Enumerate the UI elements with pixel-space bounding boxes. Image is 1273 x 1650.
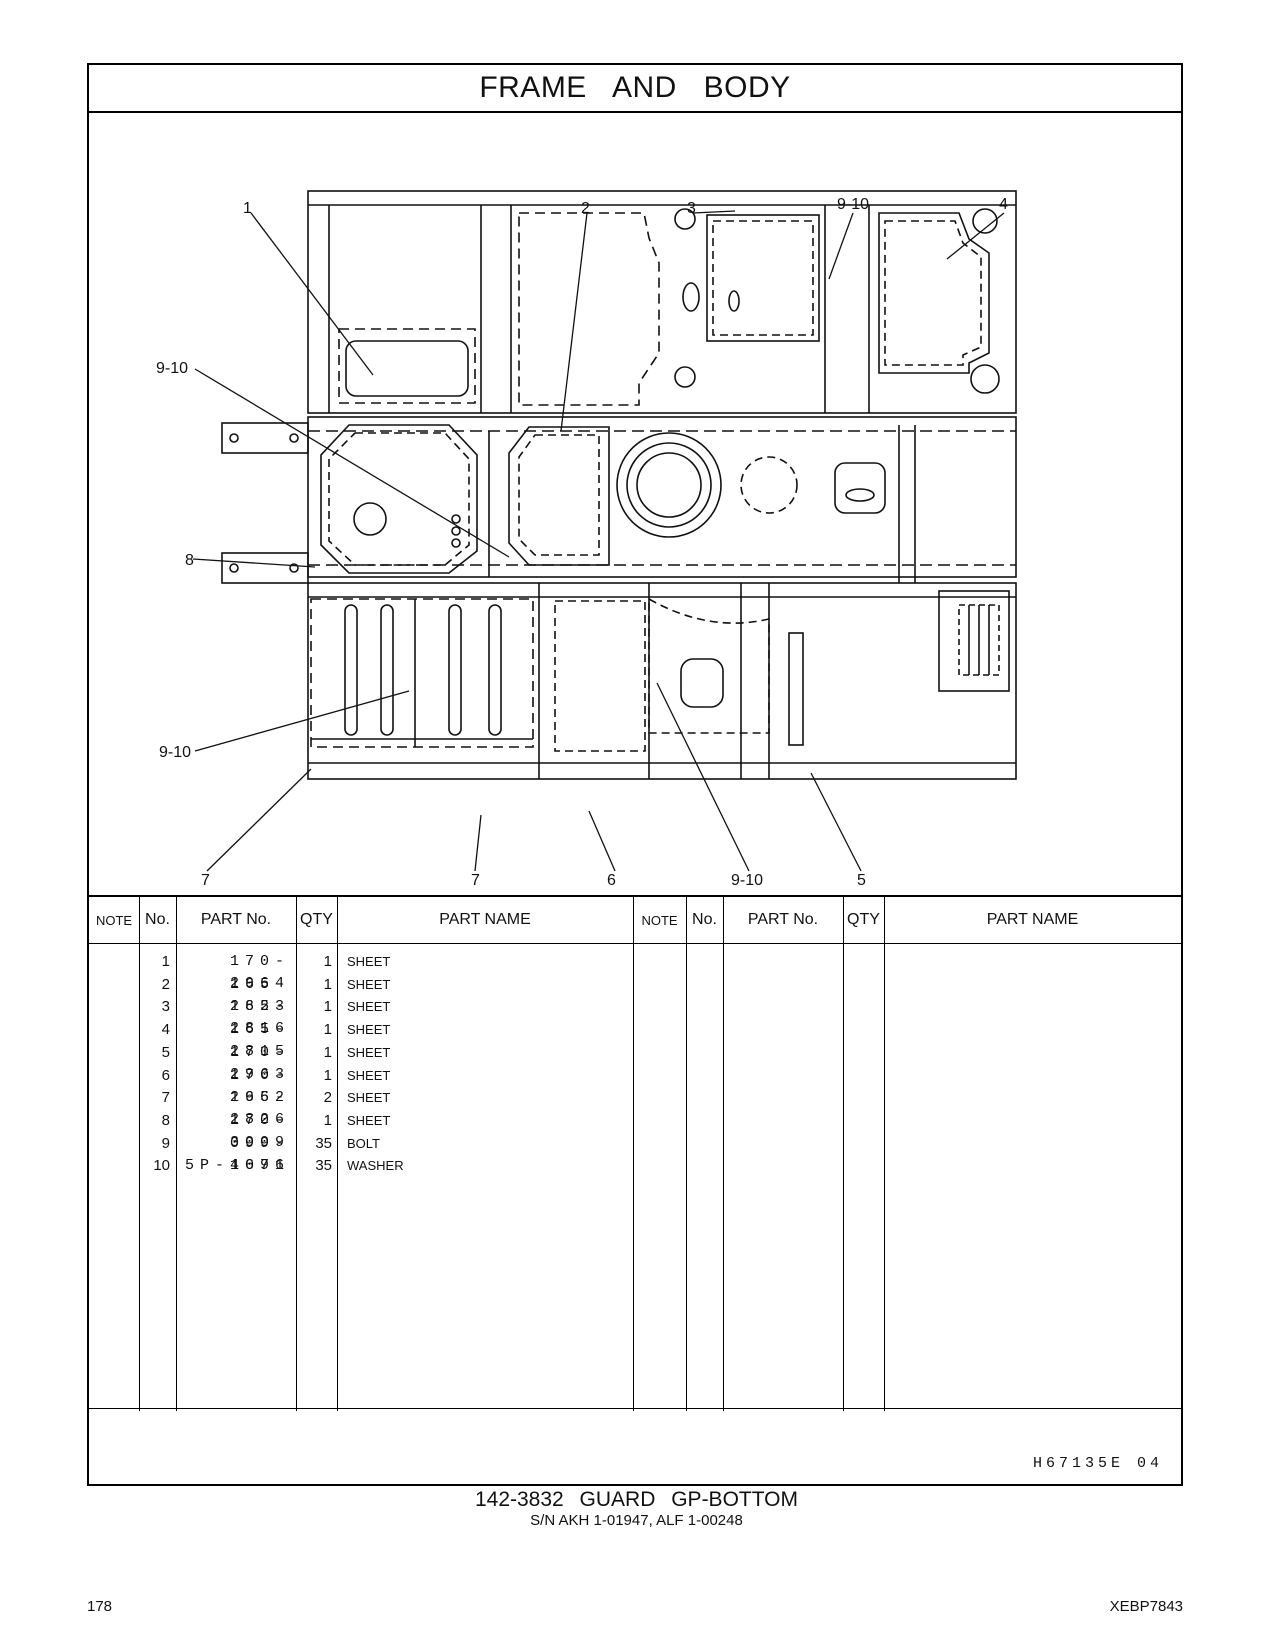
callout-5: 5 bbox=[857, 872, 866, 889]
item-number: 7 bbox=[161, 1089, 170, 1107]
part-name: SHEET bbox=[347, 999, 391, 1015]
callout-9-10-lower: 9-10 bbox=[159, 744, 191, 761]
header-note-left: NOTE bbox=[95, 912, 133, 928]
header-qty-right: QTY bbox=[847, 911, 880, 928]
callout-7-left: 7 bbox=[201, 872, 210, 889]
part-name: BOLT bbox=[347, 1135, 380, 1151]
header-no-left: No. bbox=[145, 911, 170, 928]
col-divider bbox=[884, 897, 885, 1411]
callout-7-mid: 7 bbox=[471, 872, 480, 889]
sheet-2-outline bbox=[508, 426, 610, 566]
sheet-1-outline bbox=[338, 328, 476, 404]
serial-numbers: S/N AKH 1-01947, ALF 1-00248 bbox=[530, 1512, 743, 1529]
part-number: 170-2962 bbox=[229, 1066, 290, 1106]
quantity: 1 bbox=[323, 953, 332, 970]
col-divider bbox=[633, 897, 634, 1411]
part-name: WASHER bbox=[347, 1158, 404, 1174]
part-number: 5P-1076 bbox=[184, 1157, 290, 1175]
callout-3: 3 bbox=[687, 200, 696, 217]
callout-9-10-left: 9-10 bbox=[156, 360, 188, 377]
sheet-6-outline bbox=[554, 600, 646, 752]
part-name: SHEET bbox=[347, 1112, 391, 1128]
part-name: SHEET bbox=[347, 1090, 391, 1106]
quantity: 1 bbox=[323, 998, 332, 1016]
part-number: 099-4691 bbox=[229, 1134, 290, 1174]
col-divider bbox=[337, 897, 338, 1411]
parts-table: NOTE No. PART No. QTY PART NAME NOTE No.… bbox=[89, 895, 1181, 1411]
sheet-4-outline bbox=[878, 212, 990, 374]
col-divider bbox=[139, 897, 140, 1411]
header-qty-left: QTY bbox=[300, 911, 333, 928]
header-rule bbox=[89, 943, 1181, 944]
sheet-5-outline bbox=[788, 632, 804, 746]
parts-sheet: FRAME AND BODY bbox=[87, 63, 1183, 1486]
page-number: 178 bbox=[87, 1598, 113, 1615]
header-partno-right: PART No. bbox=[747, 911, 819, 928]
sheet-7-outline bbox=[310, 598, 534, 748]
part-name: SHEET bbox=[347, 1067, 391, 1083]
header-partname-right: PART NAME bbox=[986, 911, 1079, 928]
lower-frame bbox=[307, 582, 1017, 780]
col-divider bbox=[176, 897, 177, 1411]
part-number: 165-2823 bbox=[229, 975, 290, 1015]
callout-9-10-top: 9-10 bbox=[837, 196, 869, 213]
part-number: 170-2963 bbox=[229, 1043, 290, 1083]
part-number: 165-2826 bbox=[229, 1089, 290, 1129]
callout-1: 1 bbox=[243, 200, 252, 217]
item-number: 2 bbox=[161, 975, 170, 993]
item-number: 5 bbox=[161, 1043, 170, 1061]
part-name: SHEET bbox=[347, 1022, 391, 1038]
callout-4: 4 bbox=[999, 196, 1008, 213]
quantity: 1 bbox=[323, 1043, 332, 1061]
item-number: 3 bbox=[161, 998, 170, 1016]
callout-6: 6 bbox=[607, 872, 616, 889]
page-title: FRAME AND BODY bbox=[479, 71, 791, 104]
part-number: 165-2816 bbox=[229, 998, 290, 1038]
quantity: 2 bbox=[323, 1089, 332, 1107]
part-name: SHEET bbox=[347, 976, 391, 992]
col-divider bbox=[843, 897, 844, 1411]
table-bottom-rule bbox=[89, 1408, 1181, 1409]
middle-frame bbox=[307, 416, 1017, 578]
quantity: 1 bbox=[323, 1111, 332, 1129]
part-number: 170-2964 bbox=[229, 953, 290, 992]
exploded-diagram: 1 2 3 9-10 4 9-10 8 9-10 7 7 6 9-10 5 bbox=[89, 113, 1181, 893]
item-number: 10 bbox=[153, 1157, 170, 1175]
item-number: 4 bbox=[161, 1021, 170, 1039]
item-number: 1 bbox=[161, 953, 170, 970]
upper-frame bbox=[307, 190, 1017, 414]
header-no-right: No. bbox=[692, 911, 717, 928]
callout-9-10-bottom: 9-10 bbox=[731, 872, 763, 889]
part-name: SHEET bbox=[347, 954, 391, 969]
quantity: 1 bbox=[323, 1066, 332, 1084]
callout-8: 8 bbox=[185, 552, 194, 569]
frame-drawing: 1 2 3 9-10 4 9-10 8 9-10 7 7 6 9-10 5 bbox=[156, 190, 1017, 889]
title-band: FRAME AND BODY bbox=[89, 65, 1181, 113]
item-number: 8 bbox=[161, 1111, 170, 1129]
part-number: 165-2815 bbox=[229, 1021, 290, 1061]
header-partname-left: PART NAME bbox=[439, 911, 531, 928]
part-number: 170-3009 bbox=[229, 1111, 290, 1151]
sheet-8-outline bbox=[320, 424, 478, 574]
quantity: 35 bbox=[315, 1157, 332, 1175]
col-divider bbox=[723, 897, 724, 1411]
part-name: SHEET bbox=[347, 1044, 391, 1060]
item-number: 6 bbox=[161, 1066, 170, 1084]
quantity: 1 bbox=[323, 975, 332, 993]
quantity: 1 bbox=[323, 1021, 332, 1039]
col-divider bbox=[296, 897, 297, 1411]
item-number: 9 bbox=[161, 1134, 170, 1152]
header-partno-left: PART No. bbox=[200, 911, 272, 928]
sheet-3-outline bbox=[706, 214, 820, 342]
col-divider bbox=[686, 897, 687, 1411]
footer-band: H67135E 04 bbox=[89, 1408, 1181, 1484]
group-title: 142-3832 GUARD GP-BOTTOM bbox=[474, 1488, 799, 1511]
drawing-id: H67135E 04 bbox=[1032, 1455, 1163, 1472]
quantity: 35 bbox=[315, 1134, 332, 1152]
document-code: XEBP7843 bbox=[1109, 1598, 1183, 1615]
callout-2: 2 bbox=[581, 200, 590, 217]
header-note-right: NOTE bbox=[641, 912, 678, 928]
